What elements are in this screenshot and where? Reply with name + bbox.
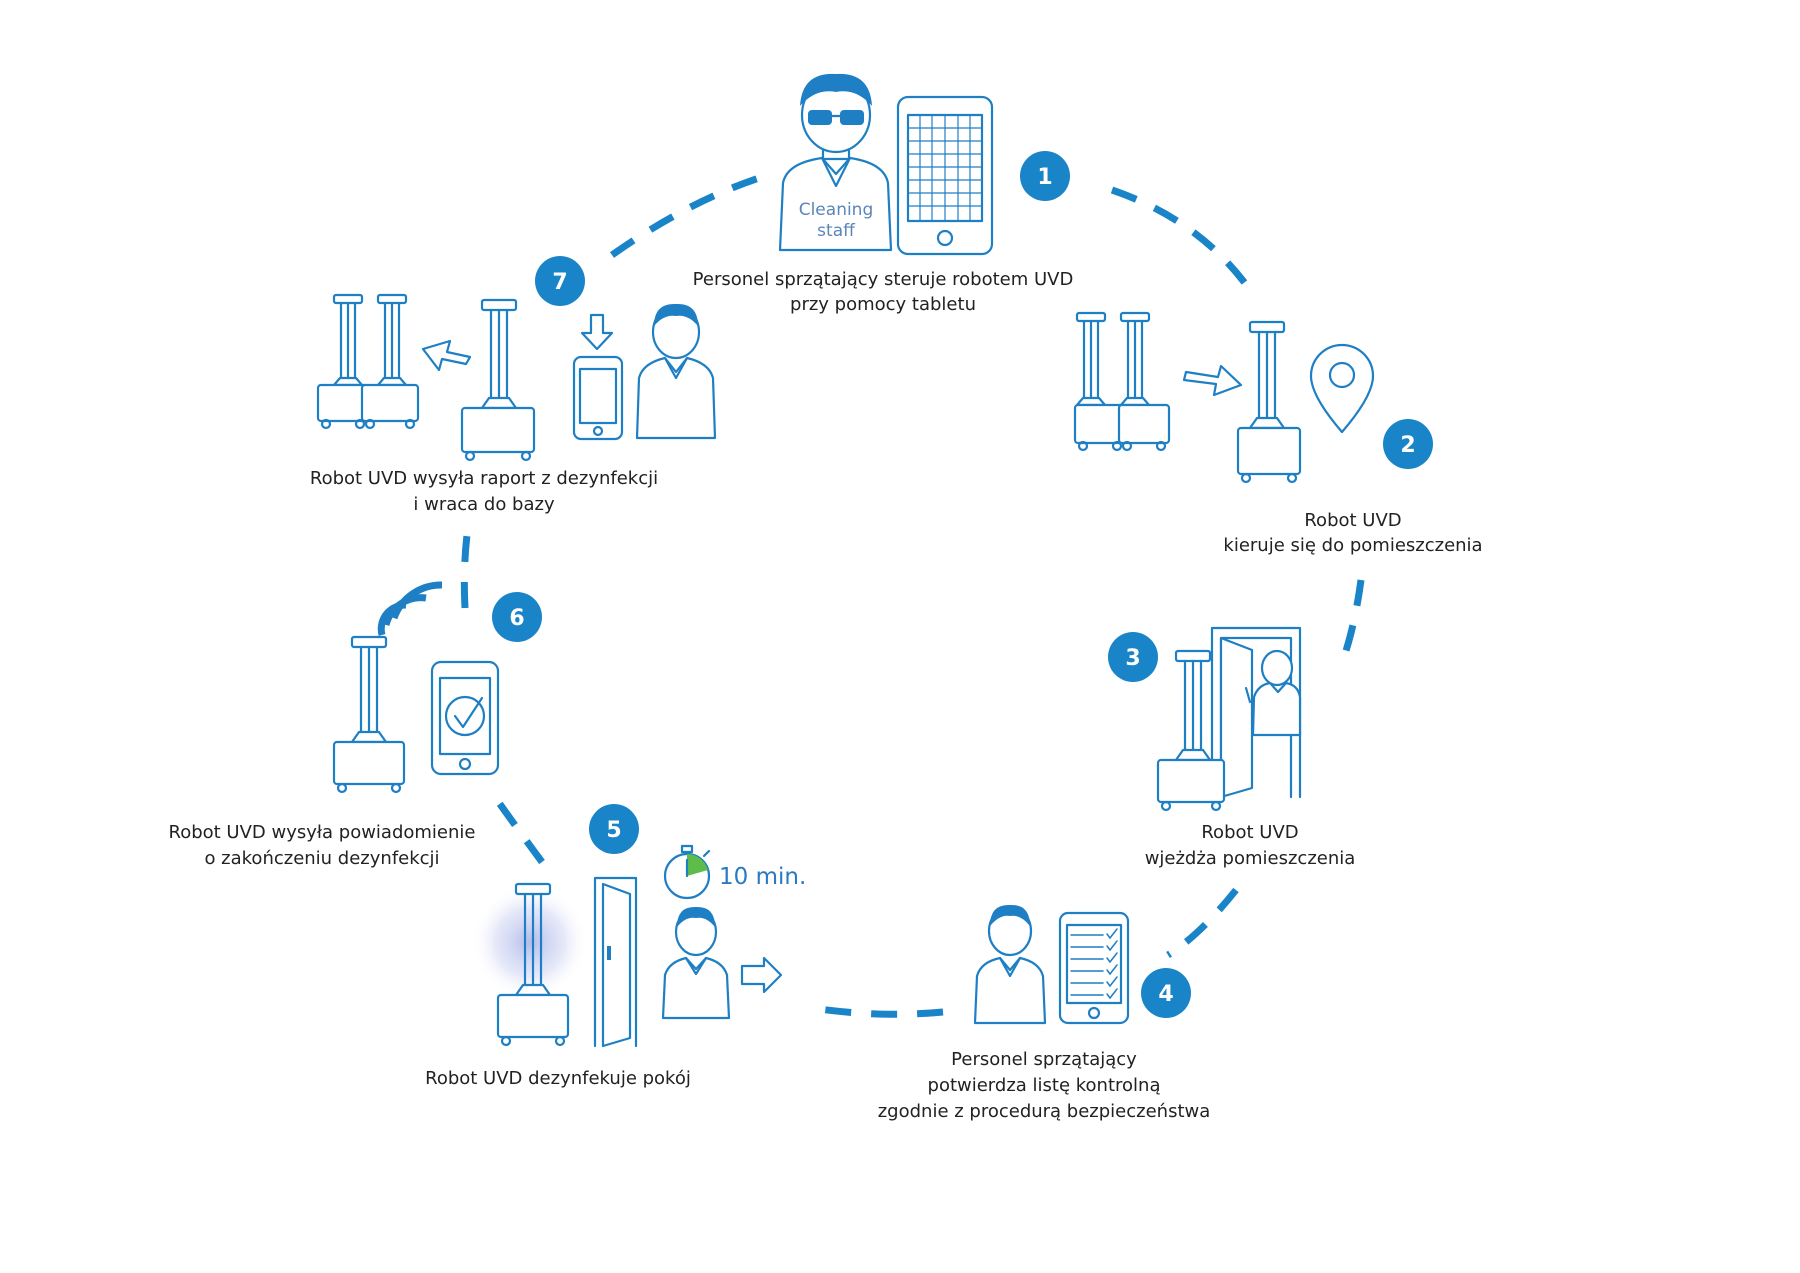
- step-number: 1: [1037, 165, 1052, 190]
- step-1-illustration: Cleaning staff: [778, 73, 994, 256]
- path-segment-1-2: [1110, 186, 1253, 293]
- caption-line: wjeżdża pomieszczenia: [1145, 848, 1356, 869]
- path-segment-2-3: [1339, 579, 1365, 662]
- stopwatch-icon: 10 min.: [663, 844, 806, 900]
- step-captions: Personel sprzątający steruje robotem UVD…: [169, 269, 1483, 1122]
- uvd-robot-icon-docked-4: [360, 293, 420, 430]
- staff-person-icon-step-5: [661, 906, 731, 1020]
- uvd-robot-icon-step-5: [496, 882, 570, 1047]
- step-number: 7: [552, 270, 567, 295]
- staff-person-icon-step-7: [635, 303, 717, 440]
- uvd-robot-icon-step-7: [460, 298, 536, 462]
- door-icon-step-5: [593, 876, 638, 1048]
- step-badges: 1 2 3 4 5 6 7: [492, 151, 1433, 1018]
- step-4-illustration: [973, 904, 1130, 1025]
- wifi-signal-icon: [377, 581, 443, 636]
- cleaning-staff-person-icon: Cleaning staff: [778, 73, 893, 252]
- caption-line: i wraca do bazy: [413, 494, 555, 515]
- step-badge-1: 1: [1020, 151, 1070, 201]
- timer-label: 10 min.: [719, 864, 806, 890]
- step-badge-6: 6: [492, 592, 542, 642]
- step-number: 5: [606, 818, 621, 843]
- uvd-robot-icon-docked-1: [1073, 311, 1127, 452]
- checklist-tablet-icon: [1058, 911, 1130, 1025]
- path-segment-7-1: [609, 172, 767, 258]
- caption-line: Personel sprzątający steruje robotem UVD: [693, 269, 1074, 290]
- staff-person-icon-step-4: [973, 904, 1047, 1025]
- path-segment-4-5: [811, 1004, 944, 1018]
- step-6-illustration: [332, 581, 500, 794]
- uvd-robot-icon-step-6: [332, 635, 406, 794]
- step-2-illustration: [1073, 311, 1375, 484]
- uv-light-glow: [472, 884, 588, 1000]
- step-7-caption: Robot UVD wysyła raport z dezynfekcji i …: [310, 468, 658, 515]
- phone-check-icon: [430, 660, 500, 776]
- caption-line: o zakończeniu dezynfekcji: [204, 848, 439, 869]
- uvd-robot-icon-docked-2: [1117, 311, 1171, 452]
- location-pin-icon: [1309, 343, 1375, 434]
- uvd-robot-icon-docked-3: [316, 293, 370, 430]
- caption-line: potwierdza listę kontrolną: [928, 1075, 1161, 1096]
- step-number: 2: [1400, 433, 1415, 458]
- caption-line: przy pomocy tabletu: [790, 294, 976, 315]
- cycle-path: [460, 172, 1365, 1018]
- path-segment-5-6: [494, 797, 545, 865]
- caption-line: kieruje się do pomieszczenia: [1223, 535, 1482, 556]
- step-number: 4: [1158, 982, 1173, 1007]
- step-6-caption: Robot UVD wysyła powiadomienie o zakończ…: [169, 822, 476, 869]
- step-7-illustration: [316, 293, 717, 462]
- caption-line: Personel sprzątający: [951, 1049, 1137, 1070]
- step-number: 6: [509, 606, 524, 631]
- tablet-icon: [896, 95, 994, 256]
- step-3-caption: Robot UVD wjeżdża pomieszczenia: [1145, 822, 1356, 869]
- step-5-illustration: 10 min.: [472, 844, 806, 1048]
- path-segment-6-7: [460, 534, 471, 609]
- arrow-icon-step-5: [740, 956, 783, 994]
- caption-line: Robot UVD: [1304, 510, 1401, 531]
- phone-icon-step-7: [572, 355, 624, 441]
- step-badge-5: 5: [589, 804, 639, 854]
- shirt-text-line-1: Cleaning: [799, 200, 874, 220]
- shirt-text-line-2: staff: [817, 221, 856, 241]
- caption-line: Robot UVD wysyła raport z dezynfekcji: [310, 468, 658, 489]
- step-1-caption: Personel sprzątający steruje robotem UVD…: [693, 269, 1074, 315]
- caption-line: Robot UVD: [1201, 822, 1298, 843]
- arrow-icon-step-2: [1182, 364, 1243, 397]
- person-in-doorway-icon: [1244, 649, 1302, 737]
- step-badge-4: 4: [1141, 968, 1191, 1018]
- step-3-illustration: [1156, 626, 1302, 812]
- step-4-caption: Personel sprzątający potwierdza listę ko…: [878, 1049, 1211, 1122]
- caption-line: Robot UVD wysyła powiadomienie: [169, 822, 476, 843]
- caption-line: Robot UVD dezynfekuje pokój: [425, 1068, 691, 1089]
- step-badge-7: 7: [535, 256, 585, 306]
- uvd-robot-icon-step-3: [1156, 649, 1226, 812]
- step-badge-2: 2: [1383, 419, 1433, 469]
- step-badge-3: 3: [1108, 632, 1158, 682]
- arrow-icon-step-7: [421, 339, 472, 372]
- path-segment-3-4: [1166, 887, 1239, 958]
- step-5-caption: Robot UVD dezynfekuje pokój: [425, 1068, 691, 1089]
- uvd-robot-icon-step-2: [1236, 320, 1302, 484]
- caption-line: zgodnie z procedurą bezpieczeństwa: [878, 1101, 1211, 1122]
- down-arrow-icon: [580, 313, 614, 351]
- step-2-caption: Robot UVD kieruje się do pomieszczenia: [1223, 510, 1482, 556]
- step-number: 3: [1125, 646, 1140, 671]
